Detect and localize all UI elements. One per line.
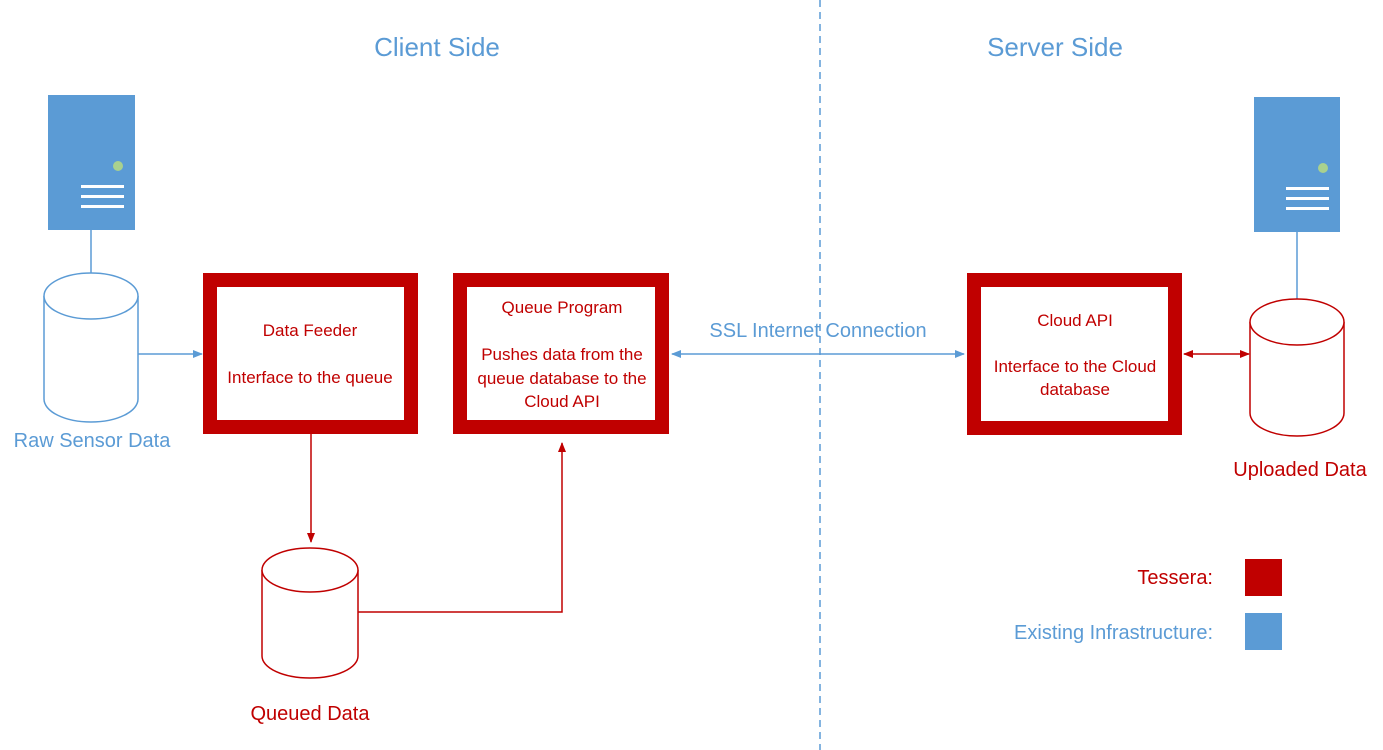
legend-existing-label: Existing Infrastructure: bbox=[1014, 622, 1213, 644]
legend-existing-swatch bbox=[1245, 613, 1282, 650]
cloud-api-title: Cloud API bbox=[1037, 311, 1113, 330]
cloud-api-box bbox=[967, 273, 1182, 435]
cloud-api-desc-2: database bbox=[1040, 380, 1110, 399]
server-side-title: Server Side bbox=[987, 32, 1123, 62]
queue-program-desc-1: Pushes data from the bbox=[481, 345, 643, 364]
queue-program-title: Queue Program bbox=[502, 298, 623, 317]
data-feeder-title: Data Feeder bbox=[263, 321, 358, 340]
queued-data-label: Queued Data bbox=[251, 703, 371, 725]
queue-program-desc-3: Cloud API bbox=[524, 392, 600, 411]
database-icon bbox=[261, 547, 359, 679]
server-icon bbox=[1254, 97, 1340, 232]
raw-sensor-data-label: Raw Sensor Data bbox=[14, 430, 172, 452]
legend-tessera-label: Tessera: bbox=[1137, 567, 1213, 589]
uploaded-data-label: Uploaded Data bbox=[1233, 459, 1367, 481]
queued-to-program-arrow bbox=[358, 442, 566, 613]
cloud-api-desc-1: Interface to the Cloud bbox=[994, 357, 1157, 376]
data-feeder-box bbox=[203, 273, 418, 434]
database-icon bbox=[1249, 298, 1345, 437]
data-feeder-desc: Interface to the queue bbox=[227, 368, 392, 387]
server-icon bbox=[48, 95, 135, 230]
queue-program-desc-2: queue database to the bbox=[477, 369, 646, 388]
queue-program-box bbox=[453, 273, 669, 434]
client-side-title: Client Side bbox=[374, 32, 500, 62]
legend-tessera-swatch bbox=[1245, 559, 1282, 596]
ssl-connection-label: SSL Internet Connection bbox=[709, 320, 926, 342]
database-icon bbox=[43, 272, 139, 423]
